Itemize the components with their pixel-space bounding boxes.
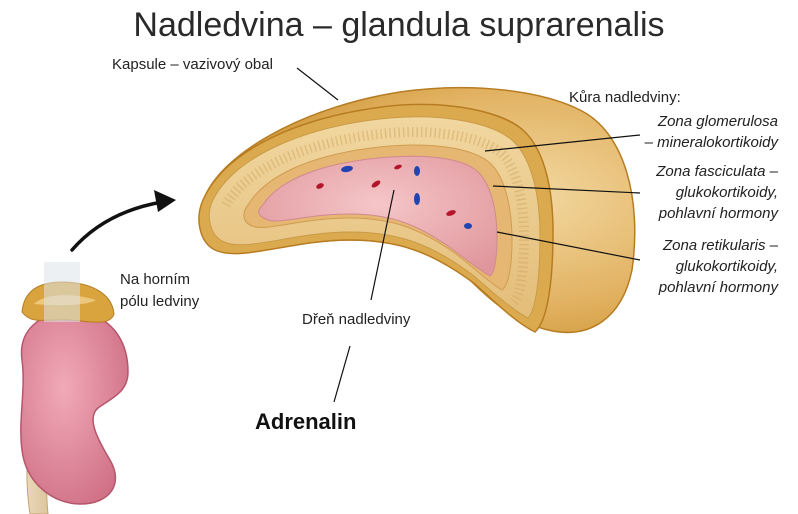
glomerulosa-label-line1: Zona glomerulosa [658,113,778,132]
fasciculata-label-line2: glukokortikoidy, [676,184,778,203]
medulla-label: Dřeň nadledviny [302,311,410,330]
capsule-label: Kapsule – vazivový obal [112,56,273,75]
leader-adrenalin [334,346,350,402]
reticularis-label-line3: pohlavní hormony [659,279,778,298]
leader-capsule [297,68,338,100]
reticularis-label-line1: Zona retikularis – [663,237,778,256]
blue-vessel [414,193,420,205]
location-label-line2: pólu ledviny [120,293,199,312]
glomerulosa-label-line2: – mineralokortikoidy [645,134,778,153]
section-plane [44,262,80,322]
kidney [21,312,128,504]
cortex-label: Kůra nadledviny: [569,89,681,108]
blue-vessel [464,223,472,229]
fasciculata-label-line3: pohlavní hormony [659,205,778,224]
location-label-line1: Na horním [120,271,190,290]
adrenal-cross-section [199,88,635,333]
reticularis-label-line2: glukokortikoidy, [676,258,778,277]
blue-vessel [414,166,420,176]
fasciculata-label-line1: Zona fasciculata – [656,163,778,182]
adrenalin-label: Adrenalin [255,408,356,436]
diagram-title: Nadledvina – glandula suprarenalis [0,4,798,47]
kidney-illustration [21,262,128,514]
curved-arrow [72,190,176,250]
